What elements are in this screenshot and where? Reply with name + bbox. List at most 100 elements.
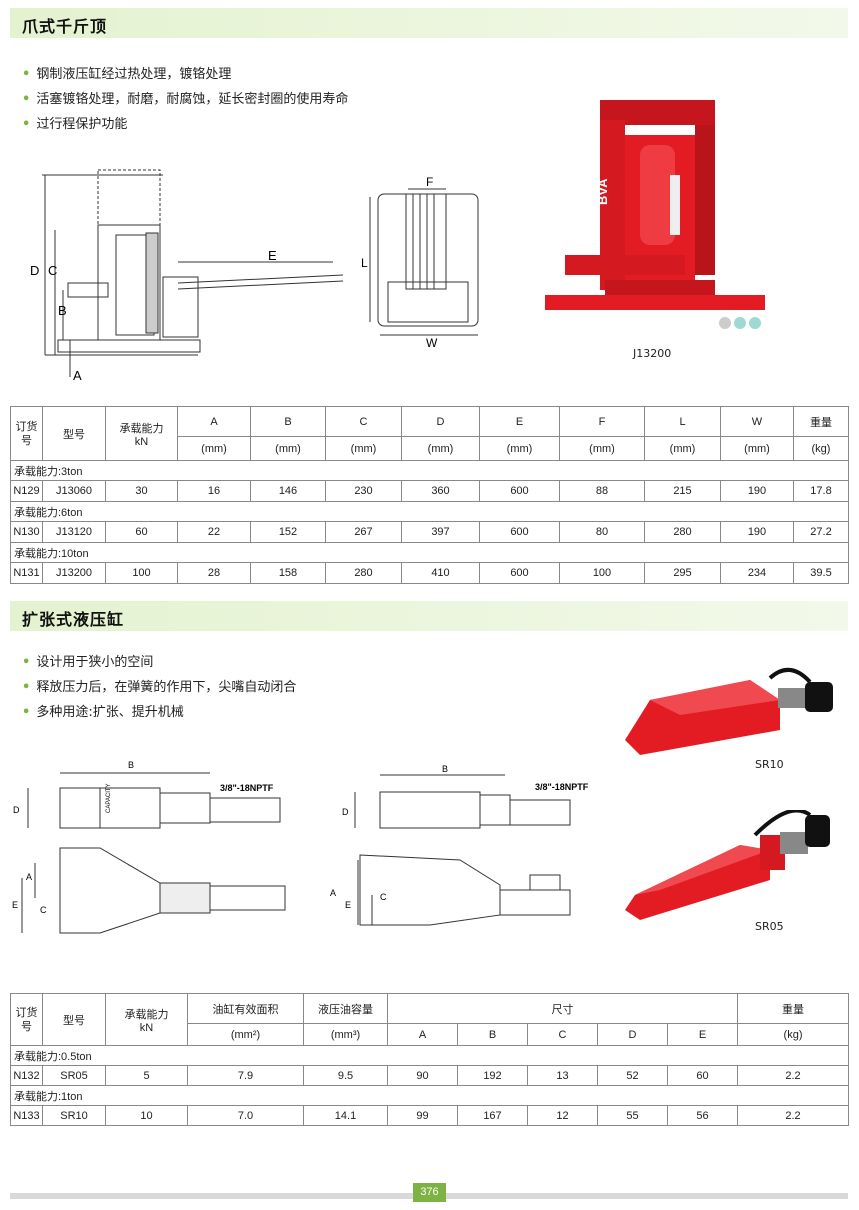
dim-label-b: B	[128, 760, 134, 770]
table-cell: 9.5	[303, 1065, 388, 1086]
header-unit: (mm)	[479, 436, 560, 461]
brand-logo-text: BVA	[595, 178, 610, 205]
table-cell: 600	[479, 521, 560, 543]
table-cell: J13060	[42, 480, 106, 502]
header-unit: (mm)	[720, 436, 794, 461]
table-cell: 56	[666, 1105, 739, 1126]
table-cell: 100	[105, 562, 178, 584]
table-cell: 192	[457, 1065, 528, 1086]
dim-label-d: D	[30, 263, 39, 278]
photo-caption: SR10	[755, 758, 784, 771]
table-cell: 14.1	[303, 1105, 388, 1126]
header-col: A	[387, 1023, 458, 1046]
table-cell: 2.2	[737, 1065, 850, 1086]
table-cell: 410	[401, 562, 480, 584]
table-cell: 267	[325, 521, 402, 543]
table-cell: N131	[10, 562, 43, 584]
sr05-diagram: B D 3/8"-18NPTF A E C	[330, 764, 589, 926]
table-cell: 230	[325, 480, 402, 502]
thread-spec: 3/8"-18NPTF	[535, 782, 589, 792]
table-cell: 7.9	[187, 1065, 304, 1086]
dim-label-c: C	[380, 892, 387, 902]
header-model: 型号	[42, 406, 106, 461]
table-cell: 28	[177, 562, 251, 584]
table-cell: 39.5	[793, 562, 849, 584]
table-cell: 10	[105, 1105, 188, 1126]
header-weight: 重量	[793, 406, 849, 437]
table-cell: 158	[250, 562, 326, 584]
header-weight-unit: (kg)	[793, 436, 849, 461]
header-size: 尺寸	[386, 993, 739, 1024]
table-cell: 167	[457, 1105, 528, 1126]
dim-label-a: A	[26, 872, 32, 882]
section-title-spreader: 扩张式液压缸	[10, 601, 848, 631]
header-unit: (mm)	[401, 436, 480, 461]
table-cell: 30	[105, 480, 178, 502]
sr10-diagram: B D 3/8"-18NPTF A E C CAPACITY	[12, 760, 286, 934]
table-cell: 7.0	[187, 1105, 304, 1126]
capacity-group-label: 承载能力:6ton	[10, 501, 849, 522]
claw-jack-product-photo: BVA	[545, 100, 765, 329]
table-cell: 52	[597, 1065, 668, 1086]
dim-label-e: E	[268, 248, 277, 263]
feature-list-spreader: 设计用于狭小的空间 释放压力后，在弹簧的作用下，尖嘴自动闭合 多种用途:扩张、提…	[22, 650, 296, 725]
table-cell: 90	[387, 1065, 458, 1086]
header-col: C	[325, 406, 402, 437]
dim-label-d: D	[342, 807, 349, 817]
table-cell: 397	[401, 521, 480, 543]
header-col: B	[250, 406, 326, 437]
table-cell: 234	[720, 562, 794, 584]
feature-item: 多种用途:扩张、提升机械	[22, 700, 296, 725]
table-cell: 80	[559, 521, 645, 543]
dim-label-d: D	[13, 805, 20, 815]
photo-caption: J13200	[633, 347, 672, 360]
dim-label-e: E	[12, 900, 18, 910]
header-area-unit: (mm²)	[187, 1023, 304, 1046]
table-cell: SR10	[42, 1105, 106, 1126]
header-col: W	[720, 406, 794, 437]
table-cell: N129	[10, 480, 43, 502]
sr05-product-photo	[625, 810, 830, 920]
dim-label-b: B	[58, 303, 67, 318]
table-cell: 22	[177, 521, 251, 543]
table-cell: 215	[644, 480, 721, 502]
header-unit: (mm)	[559, 436, 645, 461]
feature-item: 释放压力后，在弹簧的作用下，尖嘴自动闭合	[22, 675, 296, 700]
feature-item: 活塞镀铬处理，耐磨，耐腐蚀，延长密封圈的使用寿命	[22, 87, 348, 112]
capacity-mark: CAPACITY	[106, 783, 112, 813]
capacity-group-label: 承载能力:3ton	[10, 460, 849, 481]
table-cell: N133	[10, 1105, 43, 1126]
table-cell: 295	[644, 562, 721, 584]
table-cell: 27.2	[793, 521, 849, 543]
header-col: L	[644, 406, 721, 437]
table-cell: 16	[177, 480, 251, 502]
dim-label-w: W	[426, 336, 438, 350]
table-cell: 100	[559, 562, 645, 584]
header-col: F	[559, 406, 645, 437]
feature-item: 过行程保护功能	[22, 112, 348, 137]
photo-caption: SR05	[755, 920, 784, 933]
table-cell: 2.2	[737, 1105, 850, 1126]
dim-label-f: F	[426, 175, 433, 189]
page-number: 376	[413, 1183, 446, 1202]
table-cell: 55	[597, 1105, 668, 1126]
thread-spec: 3/8"-18NPTF	[220, 783, 274, 793]
table-cell: 190	[720, 480, 794, 502]
feature-item: 设计用于狭小的空间	[22, 650, 296, 675]
table-cell: N132	[10, 1065, 43, 1086]
dim-label-c: C	[48, 263, 57, 278]
capacity-group-label: 承载能力:0.5ton	[9, 1045, 850, 1066]
claw-jack-side-diagram: D C B A E	[30, 169, 344, 383]
header-col: C	[527, 1023, 598, 1046]
header-order-no: 订货号	[10, 993, 43, 1046]
section-title-claw-jack: 爪式千斤顶	[10, 8, 848, 38]
capacity-group-label: 承载能力:1ton	[9, 1085, 850, 1106]
header-model: 型号	[42, 993, 106, 1046]
table-cell: 146	[250, 480, 326, 502]
header-oil: 液压油容量	[303, 993, 388, 1024]
